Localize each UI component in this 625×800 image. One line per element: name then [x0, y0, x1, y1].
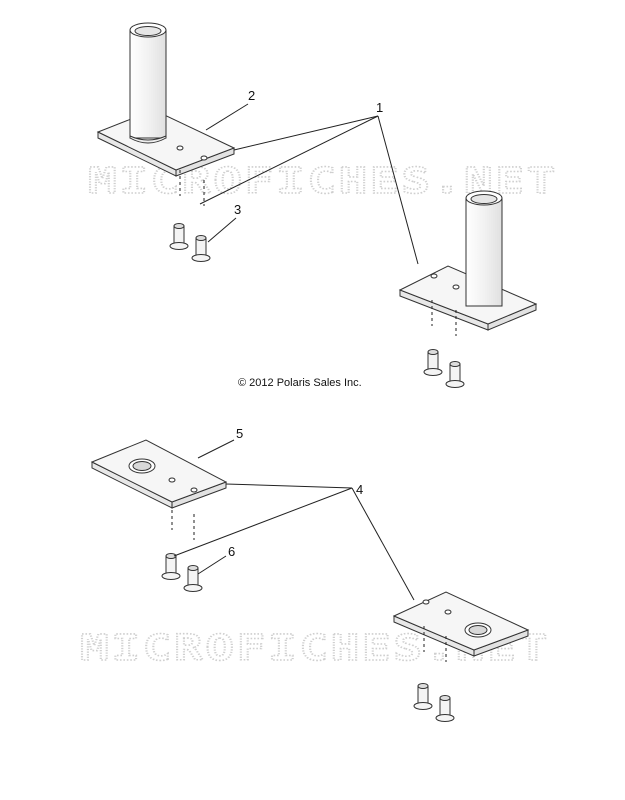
bolt: [413, 683, 433, 710]
callout-2: 2: [248, 88, 255, 103]
callout-5: 5: [236, 426, 243, 441]
leader-lines-top: [199, 103, 419, 265]
bolt-pair-left: [169, 223, 211, 262]
bolt: [423, 349, 443, 376]
leader-lines-bottom: [173, 439, 415, 601]
bolt-pair-right-top: [423, 349, 465, 388]
base-plate-right: [392, 591, 530, 662]
bolt-pair-bottom-right: [413, 683, 455, 722]
mount-post-right: [398, 190, 538, 336]
bolt: [169, 223, 189, 250]
mount-post-left: [96, 22, 236, 206]
callout-3: 3: [234, 202, 241, 217]
callout-4: 4: [356, 482, 363, 497]
bolt: [161, 553, 181, 580]
base-plate-left: [90, 439, 228, 540]
bolt: [191, 235, 211, 262]
bolt-pair-bottom-left: [161, 553, 203, 592]
bolt: [183, 565, 203, 592]
bolt: [445, 361, 465, 388]
copyright-notice: © 2012 Polaris Sales Inc.: [238, 377, 362, 389]
callout-6: 6: [228, 544, 235, 559]
bolt: [435, 695, 455, 722]
callout-1: 1: [376, 100, 383, 115]
